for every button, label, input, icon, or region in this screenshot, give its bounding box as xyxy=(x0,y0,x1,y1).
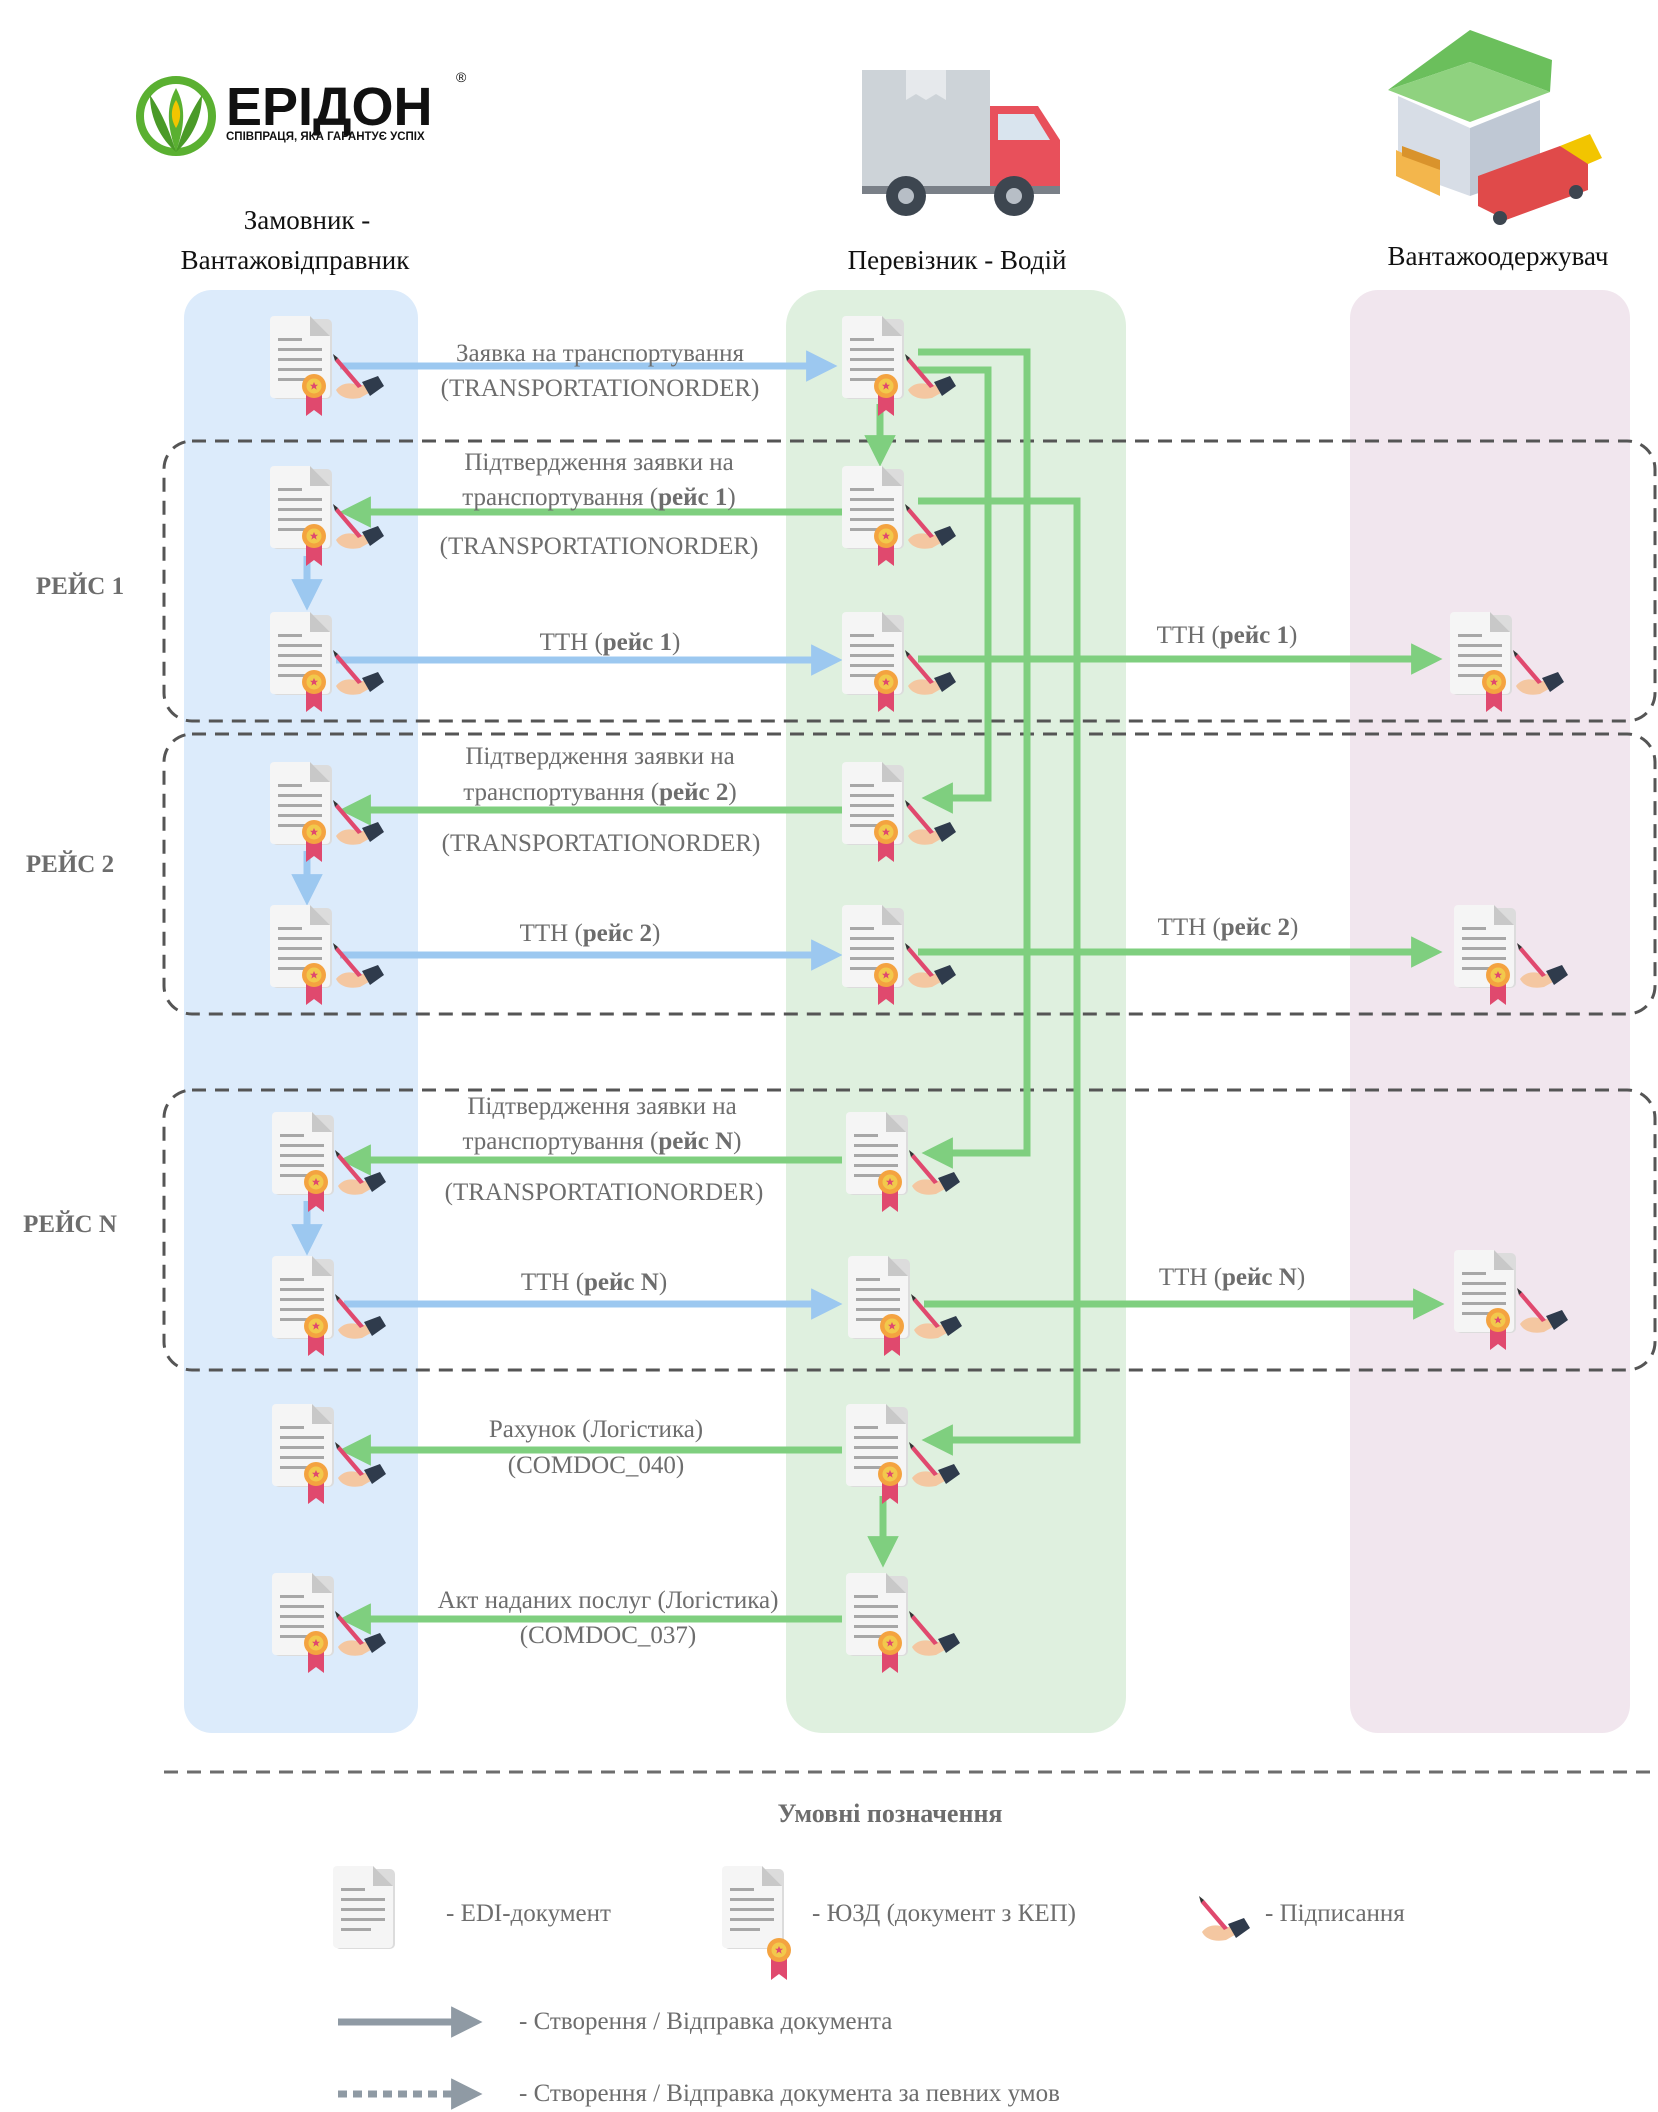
label-confirmn-line3: (TRANSPORTATIONORDER) xyxy=(445,1179,764,1206)
label-order-line1: Заявка на транспортування xyxy=(456,340,745,367)
label-confirm2-line1: Підтвердження заявки на xyxy=(465,743,734,770)
legend-create-conditional-label: - Створення / Відправка документа за пев… xyxy=(519,2080,1060,2107)
group-label-trip-2: РЕЙС 2 xyxy=(26,850,114,878)
lane-title-carrier: Перевізник - Водій xyxy=(848,245,1067,275)
legend-title: Умовні позначення xyxy=(777,1799,1002,1828)
label-confirm2-line3: (TRANSPORTATIONORDER) xyxy=(442,830,761,857)
legend-edi-document-icon xyxy=(333,1866,395,1949)
logo-name: ЕРІДОН xyxy=(226,77,433,137)
legend-yuzd-label: - ЮЗД (документ з КЕП) xyxy=(812,1900,1076,1927)
label-confirm1-line1: Підтвердження заявки на xyxy=(464,449,733,476)
lane-title-shipper-line2: Вантажовідправник xyxy=(181,245,411,275)
arrow-labels: Заявка на транспортування (TRANSPORTATIO… xyxy=(438,340,1306,1649)
route-to-confirm-2 xyxy=(918,366,992,814)
label-ttn2: ТТН (рейс 2) xyxy=(520,920,661,947)
route-to-invoice xyxy=(918,497,1081,1456)
label-ttn2-consignee: ТТН (рейс 2) xyxy=(1158,914,1299,941)
logo-registered-mark: ® xyxy=(456,69,467,85)
group-box-trip-2 xyxy=(162,732,1657,1016)
label-order-line2: (TRANSPORTATIONORDER) xyxy=(441,375,760,402)
legend-signing-icon xyxy=(1199,1896,1250,1941)
label-invoice-line1: Рахунок (Логістика) xyxy=(489,1416,703,1443)
truck-icon xyxy=(862,70,1060,216)
eridon-logo: ЕРІДОН ® СПІВПРАЦЯ, ЯКА ГАРАНТУЄ УСПІХ xyxy=(136,69,467,156)
label-ttnn: ТТН (рейс N) xyxy=(521,1269,667,1296)
label-ttn1: ТТН (рейс 1) xyxy=(540,629,681,656)
horizontal-arrows xyxy=(336,350,1445,1635)
lane-title-consignee: Вантажоодержувач xyxy=(1387,241,1608,271)
label-ttn1-consignee: ТТН (рейс 1) xyxy=(1157,622,1298,649)
lane-consignee xyxy=(1350,290,1630,1733)
label-confirm1-line3: (TRANSPORTATIONORDER) xyxy=(440,533,759,560)
label-act-line2: (COMDOC_037) xyxy=(520,1622,696,1649)
legend-yuzd-icon xyxy=(722,1866,791,1980)
legend-edi-label: - EDI-документ xyxy=(446,1900,611,1927)
group-label-trip-n: РЕЙС N xyxy=(23,1210,117,1238)
label-act-line1: Акт наданих послуг (Логістика) xyxy=(438,1587,779,1614)
logo-tagline: СПІВПРАЦЯ, ЯКА ГАРАНТУЄ УСПІХ xyxy=(226,131,425,143)
warehouse-icon xyxy=(1388,30,1602,225)
label-confirm2-line2: транспортування (рейс 2) xyxy=(463,779,736,806)
label-confirm1-line2: транспортування (рейс 1) xyxy=(462,484,735,511)
group-label-trip-1: РЕЙС 1 xyxy=(36,572,124,600)
label-ttnn-consignee: ТТН (рейс N) xyxy=(1159,1264,1305,1291)
group-box-trip-n xyxy=(162,1088,1657,1372)
label-invoice-line2: (COMDOC_040) xyxy=(508,1452,684,1479)
carrier-routing-lines xyxy=(864,348,1081,1568)
lane-shipper xyxy=(184,290,418,1733)
label-confirmn-line2: транспортування (рейс N) xyxy=(463,1128,742,1155)
legend-create-label: - Створення / Відправка документа xyxy=(519,2008,892,2035)
lane-title-shipper-line1: Замовник - xyxy=(244,205,371,235)
legend-signing-label: - Підписання xyxy=(1265,1900,1405,1927)
route-to-confirm-n xyxy=(918,348,1031,1169)
group-box-trip-1 xyxy=(162,439,1657,723)
label-confirmn-line1: Підтвердження заявки на xyxy=(467,1093,736,1120)
